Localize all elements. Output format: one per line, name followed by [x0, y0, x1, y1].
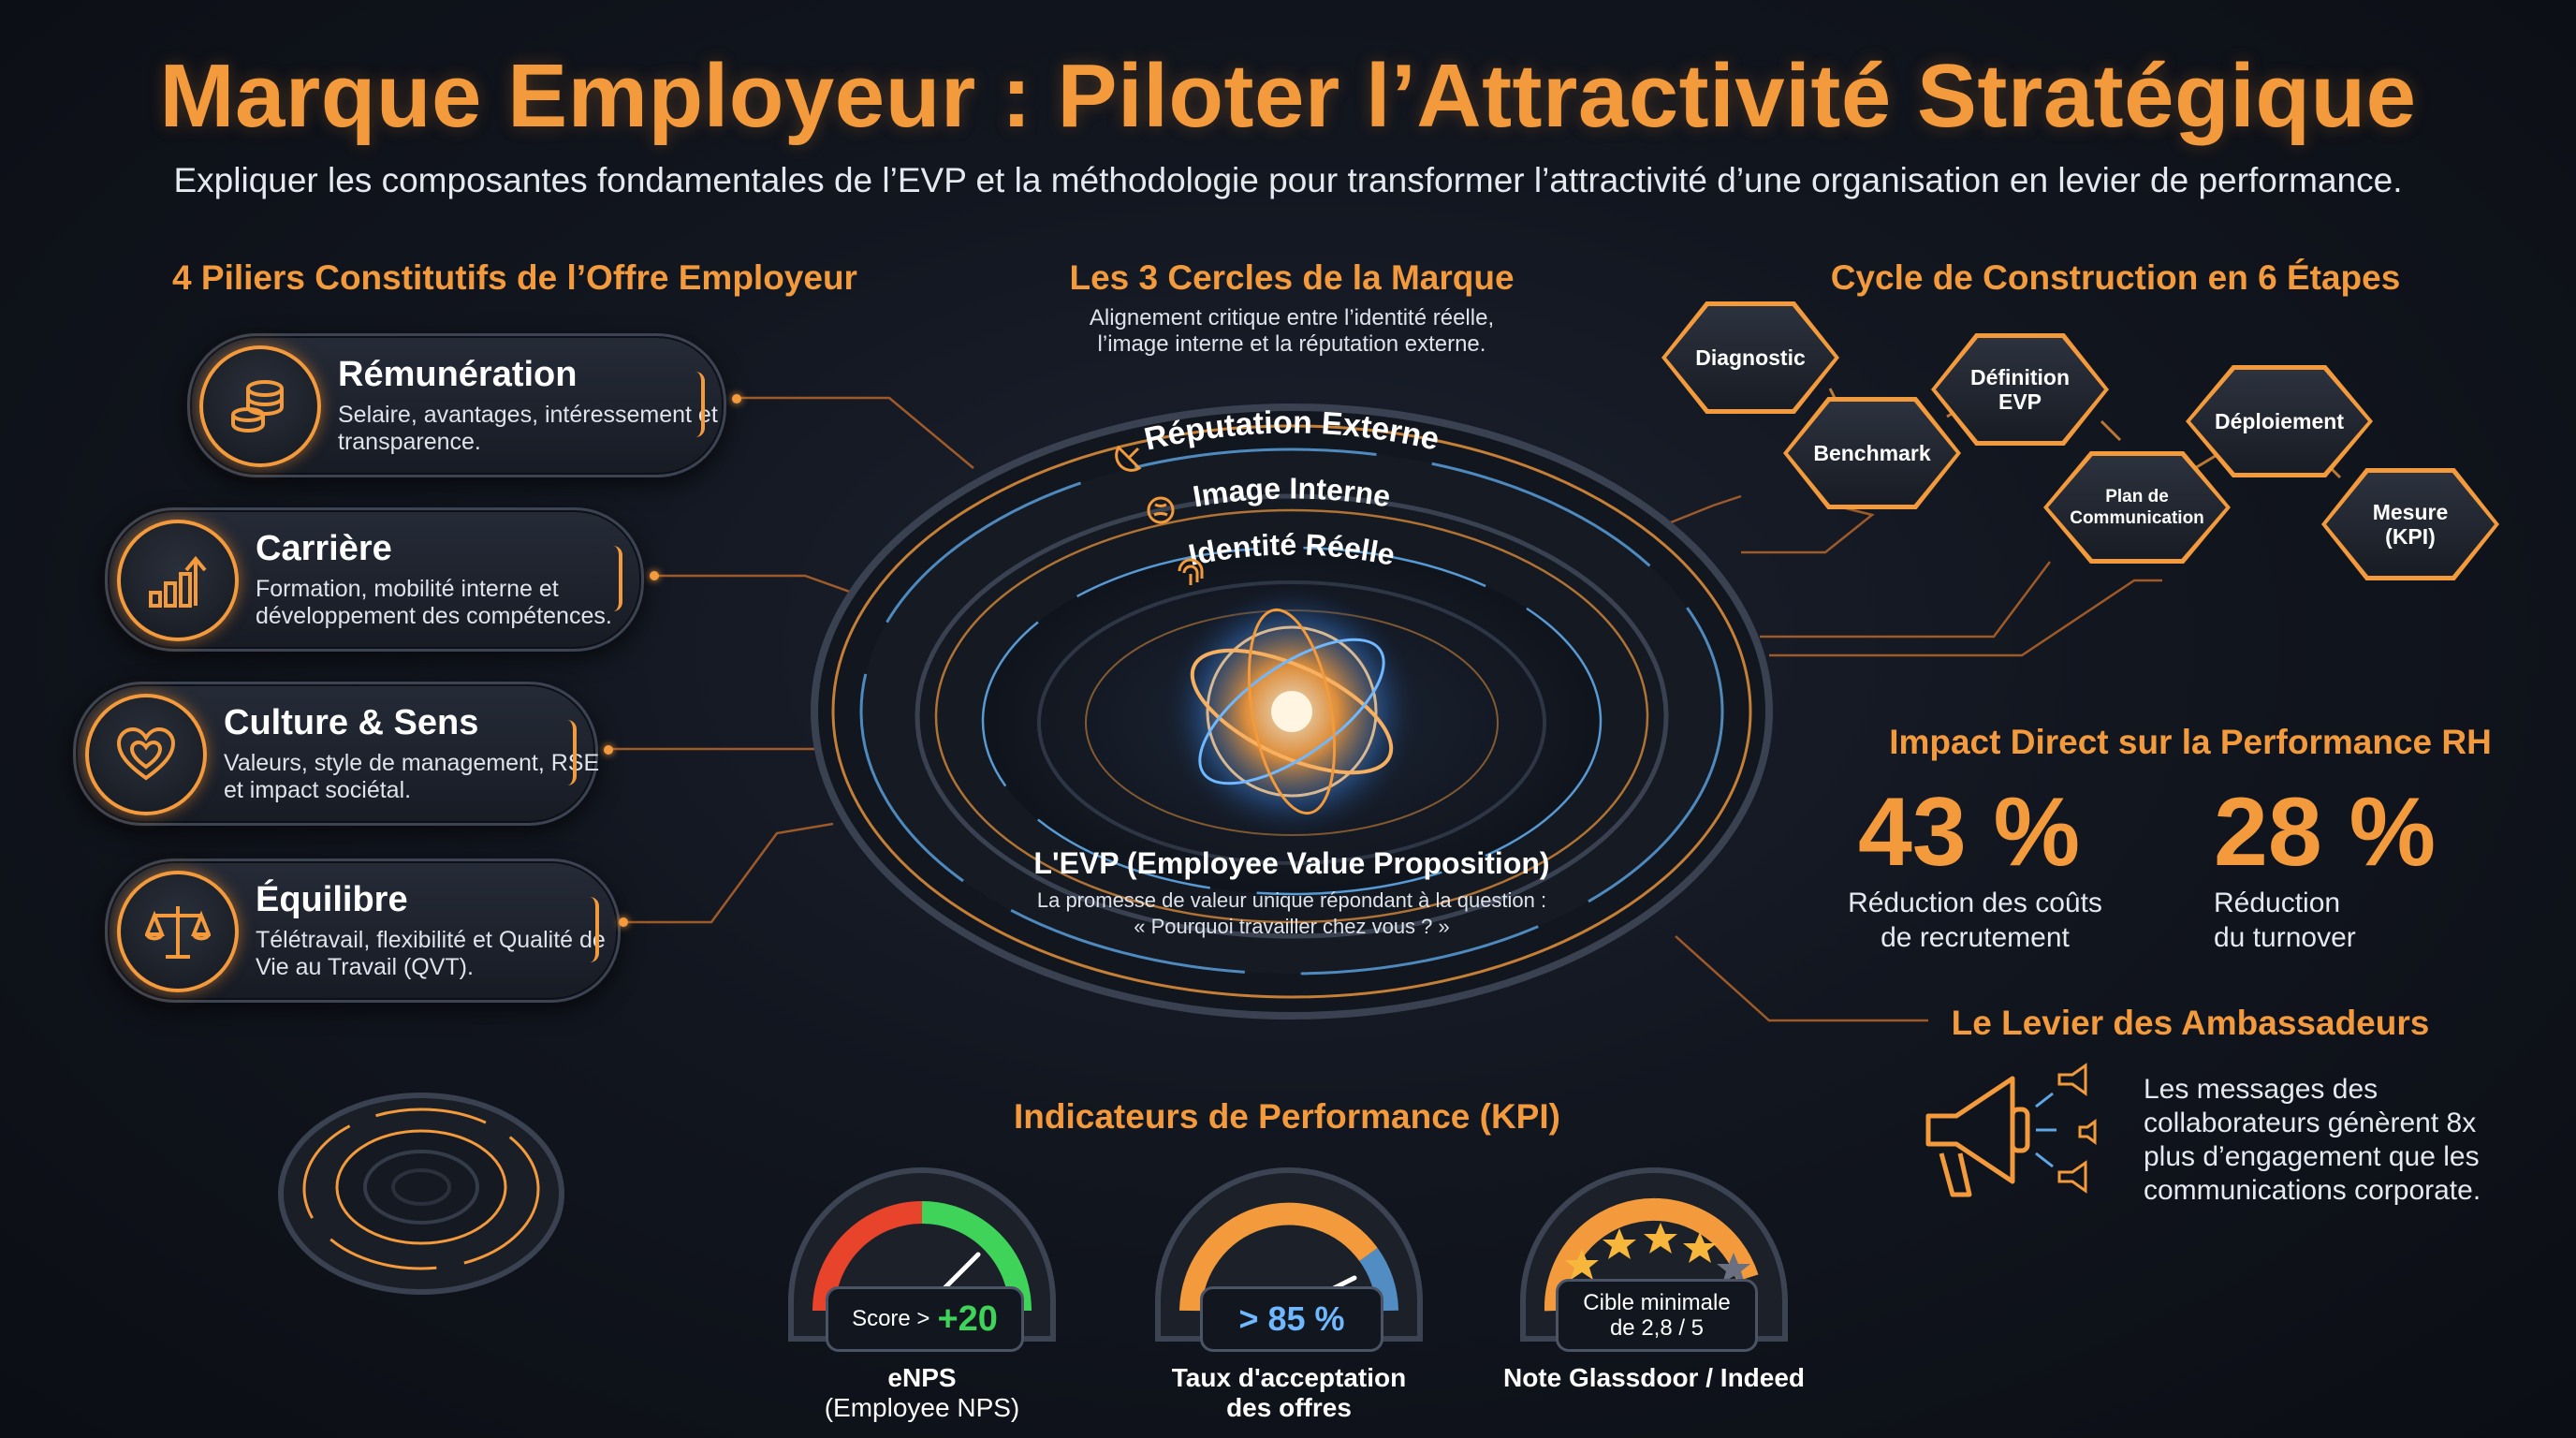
gauge-label-line: eNPS	[887, 1363, 957, 1392]
evp-title: L'EVP (Employee Value Proposition)	[1033, 846, 1550, 880]
decorative-dial-icon	[278, 1093, 564, 1295]
bracket-decor	[688, 372, 705, 437]
impact-section-title: Impact Direct sur la Performance RH	[1889, 723, 2492, 761]
pillar-desc: Valeurs, style de management, RSE et imp…	[224, 750, 600, 803]
page-subtitle: Expliquer les composantes fondamentales …	[173, 161, 2403, 199]
bracket-decor	[560, 720, 577, 785]
gauge-glassdoor-label: Note Glassdoor / Indeed	[1502, 1363, 1806, 1392]
connector-dot	[619, 917, 628, 927]
pillar-carriere[interactable]: Carrière Formation, mobilité interne et …	[105, 507, 644, 652]
cycle-step-label: Définition EVP	[1936, 338, 2104, 441]
bracket-decor	[606, 546, 622, 611]
stat-value-turnover: 28 %	[2214, 778, 2437, 887]
circles-desc: Alignement critique entre l’identité rée…	[1011, 305, 1573, 358]
pillar-culture[interactable]: Culture & Sens Valeurs, style de managem…	[73, 682, 599, 826]
ambassadors-line: Les messages des	[2144, 1074, 2378, 1105]
coins-icon	[199, 345, 321, 467]
evp-desc: La promesse de valeur unique répondant à…	[964, 888, 1619, 940]
stat-label-line: de recrutement	[1881, 922, 2070, 953]
gauge-label-line: des offres	[1226, 1393, 1352, 1422]
gauge-label-line: Taux d'acceptation	[1171, 1363, 1407, 1392]
circles-desc-line: l’image interne et la réputation externe…	[1097, 331, 1486, 357]
stat-label-line: Réduction des coûts	[1848, 888, 2102, 918]
ambassadors-desc: Les messages des collaborateurs génèrent…	[2144, 1073, 2481, 1208]
scale-icon	[117, 871, 239, 992]
megaphone-icon	[1925, 1063, 2097, 1197]
stat-label-line: Réduction	[2214, 888, 2341, 918]
gauge-label-line: (Employee NPS)	[824, 1393, 1020, 1422]
ambassadors-line: plus d’engagement que les	[2144, 1141, 2480, 1172]
connector-dot	[732, 394, 741, 404]
cycle-step-label: Plan de Communication	[2048, 456, 2226, 559]
stat-label-recrutement: Réduction des coûts de recrutement	[1825, 886, 2125, 955]
pillar-remuneration[interactable]: Rémunération Selaire, avantages, intéres…	[187, 333, 726, 477]
cycle-step-definition-evp[interactable]: Définition EVP	[1931, 333, 2109, 446]
cycle-section-title: Cycle de Construction en 6 Étapes	[1830, 258, 2401, 297]
heart-icon	[85, 694, 207, 815]
pillar-title: Culture & Sens	[224, 703, 479, 742]
growth-chart-icon	[117, 520, 239, 641]
gauge-acceptation-label: Taux d'acceptation des offres	[1149, 1363, 1429, 1423]
ambassadors-line: communications corporate.	[2144, 1175, 2481, 1206]
pillar-title: Rémunération	[338, 355, 578, 394]
brand-circles-diagram: Réputation Externe Image Interne Identit…	[811, 404, 1773, 1020]
kpi-section-title: Indicateurs de Performance (KPI)	[1014, 1097, 1560, 1136]
cycle-step-label: Benchmark	[1788, 402, 1956, 505]
pillar-desc: Selaire, avantages, intéressement et tra…	[338, 402, 718, 455]
bracket-decor	[582, 897, 599, 962]
gauge-box-line: de 2,8 / 5	[1609, 1315, 1705, 1341]
gauge-box-value: > 85 %	[1238, 1299, 1345, 1338]
page-title: Marque Employeur : Piloter l’Attractivit…	[159, 46, 2417, 146]
pillar-equilibre[interactable]: Équilibre Télétravail, flexibilité et Qu…	[105, 858, 621, 1003]
gauge-box-line: Cible minimale	[1583, 1290, 1731, 1315]
cycle-step-mesure-kpi[interactable]: Mesure (KPI)	[2321, 468, 2499, 580]
brain-icon	[1147, 496, 1175, 524]
gauge-acceptation-value-box: > 85 %	[1200, 1286, 1383, 1352]
evp-desc-line: La promesse de valeur unique répondant à…	[1036, 888, 1547, 912]
circles-section-title: Les 3 Cercles de la Marque	[1069, 258, 1515, 297]
ambassadors-line: collaborateurs génèrent 8x	[2144, 1108, 2477, 1138]
circles-desc-line: Alignement critique entre l’identité rée…	[1089, 305, 1495, 330]
pillar-title: Carrière	[256, 529, 392, 568]
fingerprint-icon	[1178, 558, 1204, 585]
pillars-section-title: 4 Piliers Constitutifs de l’Offre Employ…	[172, 258, 857, 297]
stat-label-turnover: Réduction du turnover	[2214, 886, 2356, 955]
satellite-dish-icon	[1115, 445, 1142, 472]
gauge-box-prefix: Score >	[852, 1306, 930, 1331]
gauge-box-value: +20	[937, 1299, 998, 1339]
pillar-title: Équilibre	[256, 880, 408, 919]
cycle-step-label: Diagnostic	[1666, 306, 1835, 409]
cycle-step-label: Mesure (KPI)	[2326, 473, 2495, 576]
ambassadors-section-title: Le Levier des Ambassadeurs	[1951, 1004, 2430, 1042]
star-rating-icon	[1565, 1223, 1717, 1280]
stat-value-recrutement: 43 %	[1858, 778, 2081, 887]
evp-desc-line: « Pourquoi travailler chez vous ? »	[1134, 915, 1450, 938]
pillar-desc: Télétravail, flexibilité et Qualité de V…	[256, 927, 606, 980]
gauge-glassdoor-value-box: Cible minimale de 2,8 / 5	[1556, 1279, 1758, 1352]
gauge-enps-value-box: Score > +20	[826, 1286, 1024, 1352]
connector-dot	[604, 745, 613, 755]
cycle-step-label: Déploiement	[2190, 370, 2368, 473]
gauge-enps-label: eNPS (Employee NPS)	[782, 1363, 1062, 1423]
connector-dot	[650, 571, 659, 580]
pillar-desc: Formation, mobilité interne et développe…	[256, 576, 612, 629]
stat-label-line: du turnover	[2214, 922, 2356, 953]
